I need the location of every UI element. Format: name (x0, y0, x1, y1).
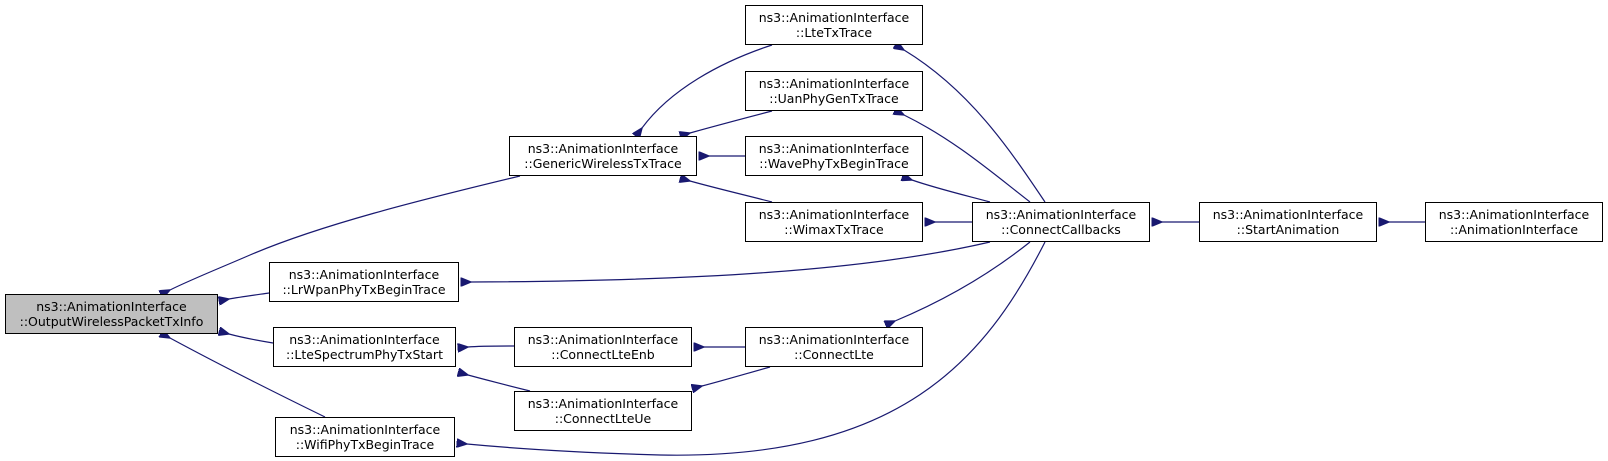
edge-connect-lte-enb-to-lte-spectrum (468, 346, 515, 347)
node-method-label: ::StartAnimation (1236, 222, 1340, 237)
edge-uan-phy-to-generic-wireless (690, 110, 773, 133)
edge-connect-callbacks-to-wifi-phy (467, 241, 1046, 456)
node-class-label: ns3::AnimationInterface (289, 422, 441, 437)
node-class-label: ns3::AnimationInterface (527, 396, 679, 411)
node-class-label: ns3::AnimationInterface (758, 10, 910, 25)
node-connect-lte-enb[interactable]: ns3::AnimationInterface ::ConnectLteEnb (514, 327, 692, 367)
node-generic-wireless-tx-trace[interactable]: ns3::AnimationInterface ::GenericWireles… (509, 136, 697, 176)
node-wave-phy-tx-begin-trace[interactable]: ns3::AnimationInterface ::WavePhyTxBegin… (745, 136, 923, 176)
node-method-label: ::LrWpanPhyTxBeginTrace (282, 282, 446, 297)
edge-connect-callbacks-to-connect-lte (895, 241, 1031, 321)
node-method-label: ::LteTxTrace (795, 25, 873, 40)
node-class-label: ns3::AnimationInterface (1212, 207, 1364, 222)
node-method-label: ::ConnectLte (794, 347, 874, 362)
edge-connect-callbacks-to-uan-phy (904, 115, 1031, 203)
node-method-label: ::ConnectLteUe (554, 411, 652, 426)
edge-generic-wireless-to-output-wireless (170, 175, 521, 290)
node-animation-interface-constructor[interactable]: ns3::AnimationInterface ::AnimationInter… (1425, 202, 1603, 242)
node-connect-lte-ue[interactable]: ns3::AnimationInterface ::ConnectLteUe (514, 391, 692, 431)
node-wifi-phy-tx-begin-trace[interactable]: ns3::AnimationInterface ::WifiPhyTxBegin… (275, 417, 455, 457)
node-method-label: ::WimaxTxTrace (784, 222, 884, 237)
edge-lte-spectrum-to-output-wireless (229, 334, 274, 344)
node-output-wireless-packet-tx-info: ns3::AnimationInterface ::OutputWireless… (5, 294, 218, 334)
edge-wifi-phy-to-output-wireless (170, 338, 326, 418)
node-method-label: ::ConnectCallbacks (1001, 222, 1121, 237)
node-wimax-tx-trace[interactable]: ns3::AnimationInterface ::WimaxTxTrace (745, 202, 923, 242)
node-lte-tx-trace[interactable]: ns3::AnimationInterface ::LteTxTrace (745, 5, 923, 45)
node-connect-lte[interactable]: ns3::AnimationInterface ::ConnectLte (745, 327, 923, 367)
edge-connect-callbacks-to-lte-tx (904, 50, 1046, 203)
node-class-label: ns3::AnimationInterface (758, 332, 910, 347)
node-class-label: ns3::AnimationInterface (288, 267, 440, 282)
node-start-animation[interactable]: ns3::AnimationInterface ::StartAnimation (1199, 202, 1377, 242)
node-lte-spectrum-phy-tx-start[interactable]: ns3::AnimationInterface ::LteSpectrumPhy… (273, 327, 456, 367)
node-class-label: ns3::AnimationInterface (758, 141, 910, 156)
edge-connect-callbacks-to-lrwpan (471, 241, 991, 282)
node-class-label: ns3::AnimationInterface (36, 299, 187, 314)
node-connect-callbacks[interactable]: ns3::AnimationInterface ::ConnectCallbac… (972, 202, 1150, 242)
node-method-label: ::WifiPhyTxBeginTrace (295, 437, 435, 452)
node-method-label: ::OutputWirelessPacketTxInfo (19, 314, 204, 329)
node-method-label: ::AnimationInterface (1449, 222, 1579, 237)
node-method-label: ::WavePhyTxBeginTrace (759, 156, 909, 171)
edge-connect-lte-to-connect-lte-ue (702, 366, 771, 386)
node-class-label: ns3::AnimationInterface (1438, 207, 1590, 222)
node-method-label: ::ConnectLteEnb (551, 347, 655, 362)
node-class-label: ns3::AnimationInterface (985, 207, 1137, 222)
edge-connect-lte-ue-to-lte-spectrum (468, 375, 531, 392)
node-class-label: ns3::AnimationInterface (289, 332, 440, 347)
node-class-label: ns3::AnimationInterface (758, 207, 910, 222)
node-method-label: ::GenericWirelessTxTrace (524, 156, 682, 171)
node-class-label: ns3::AnimationInterface (527, 332, 679, 347)
node-method-label: ::UanPhyGenTxTrace (769, 91, 899, 106)
node-method-label: ::LteSpectrumPhyTxStart (286, 347, 443, 362)
edge-wimax-tx-to-generic-wireless (690, 181, 773, 203)
edge-connect-callbacks-to-wave-phy (912, 180, 991, 203)
edge-lte-tx-to-generic-wireless (642, 44, 773, 128)
node-class-label: ns3::AnimationInterface (758, 76, 910, 91)
node-class-label: ns3::AnimationInterface (527, 141, 679, 156)
node-uan-phy-gen-tx-trace[interactable]: ns3::AnimationInterface ::UanPhyGenTxTra… (745, 71, 923, 111)
node-lrwpan-phy-tx-begin-trace[interactable]: ns3::AnimationInterface ::LrWpanPhyTxBeg… (269, 262, 459, 302)
edge-lrwpan-to-output-wireless (229, 292, 270, 299)
